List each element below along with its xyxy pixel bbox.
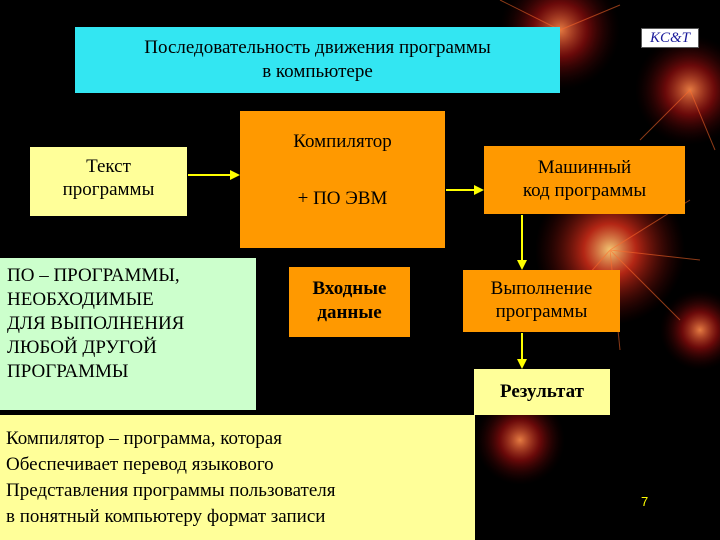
compiler-line-1: Компилятор	[293, 131, 392, 152]
input-data-node: Входные данные	[289, 267, 410, 337]
execution-line-2: программы	[495, 301, 588, 322]
definition-line: Представления программы пользователя	[6, 480, 336, 501]
slide-title-line-1: Последовательность движения программы	[144, 37, 491, 58]
slide-title-line-2: в компьютере	[262, 61, 373, 82]
definition-line: Компилятор – программа, которая	[6, 428, 282, 449]
definition-line: в понятный компьютеру формат записи	[6, 506, 326, 527]
logo: KC&T	[641, 28, 699, 48]
software-note-line: ДЛЯ ВЫПОЛНЕНИЯ	[7, 313, 185, 334]
slide-title: Последовательность движения программы в …	[75, 27, 560, 93]
source-text-line-1: Текст	[86, 156, 131, 177]
input-data-line-1: Входные	[312, 278, 387, 299]
execution-node: Выполнение программы	[463, 270, 620, 332]
execution-line-1: Выполнение	[490, 278, 593, 299]
software-definition-note: ПО – ПРОГРАММЫ, НЕОБХОДИМЫЕ ДЛЯ ВЫПОЛНЕН…	[0, 258, 256, 410]
software-note-line: ЛЮБОЙ ДРУГОЙ	[7, 337, 157, 358]
input-data-line-2: данные	[317, 302, 382, 323]
page-number: 7	[641, 494, 649, 509]
source-text-line-2: программы	[62, 179, 155, 200]
software-note-line: ПО – ПРОГРАММЫ,	[7, 265, 180, 286]
software-note-line: НЕОБХОДИМЫЕ	[7, 289, 154, 310]
machine-code-line-2: код программы	[522, 180, 647, 201]
compiler-definition: Компилятор – программа, которая Обеспечи…	[0, 415, 475, 540]
source-text-node: Текст программы	[30, 147, 187, 216]
compiler-node: Компилятор + ПО ЭВМ	[240, 111, 445, 248]
compiler-line-2: + ПО ЭВМ	[297, 188, 388, 209]
machine-code-line-1: Машинный	[537, 157, 632, 178]
result-node: Результат	[474, 369, 610, 415]
machine-code-node: Машинный код программы	[484, 146, 685, 214]
definition-line: Обеспечивает перевод языкового	[6, 454, 274, 475]
software-note-line: ПРОГРАММЫ	[7, 361, 129, 382]
